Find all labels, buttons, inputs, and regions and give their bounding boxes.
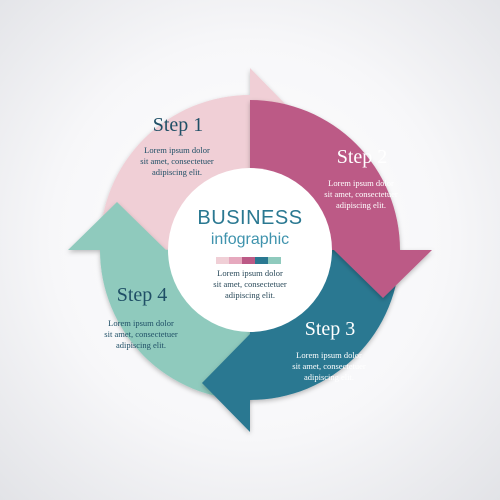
step-3-title: Step 3 xyxy=(305,318,356,340)
center-title: BUSINESS xyxy=(197,207,303,229)
step-4-title: Step 4 xyxy=(117,284,168,306)
palette-swatch xyxy=(216,257,229,264)
center-text: Lorem ipsum dolor sit amet, consectetuer… xyxy=(213,268,287,300)
palette-swatch xyxy=(242,257,255,264)
step-1-title: Step 1 xyxy=(153,114,204,136)
step-2-arrow xyxy=(250,100,432,298)
step-2-text: Lorem ipsum dolor sit amet, consectetuer… xyxy=(324,178,398,210)
color-palette xyxy=(216,257,281,264)
palette-swatch xyxy=(255,257,268,264)
step-4-arrow xyxy=(68,202,250,400)
palette-swatch xyxy=(268,257,281,264)
center-circle xyxy=(168,168,332,332)
step-2-title: Step 2 xyxy=(337,146,388,168)
palette-swatch xyxy=(229,257,242,264)
step-3-arrow xyxy=(202,250,400,432)
step-4-text: Lorem ipsum dolor sit amet, consectetuer… xyxy=(104,318,178,350)
step-1-arrow xyxy=(100,68,298,250)
step-3-text: Lorem ipsum dolor sit amet, consectetuer… xyxy=(292,350,366,382)
step-1-text: Lorem ipsum dolor sit amet, consectetuer… xyxy=(140,145,214,177)
center-subtitle: infographic xyxy=(210,231,290,248)
